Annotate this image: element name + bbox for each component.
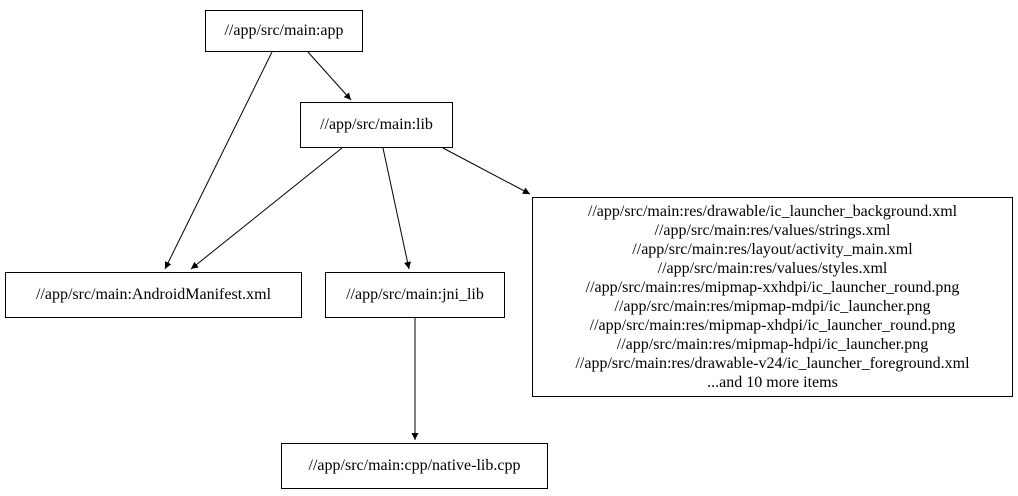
- node-jni-lib: //app/src/main:jni_lib: [325, 272, 505, 318]
- node-app: //app/src/main:app: [205, 10, 363, 52]
- res-item: //app/src/main:res/drawable/ic_launcher_…: [587, 203, 958, 220]
- res-item: //app/src/main:res/values/strings.xml: [654, 222, 891, 239]
- node-native-cpp: //app/src/main:cpp/native-lib.cpp: [281, 443, 548, 489]
- res-item: //app/src/main:res/mipmap-xhdpi/ic_launc…: [589, 317, 956, 334]
- res-item: //app/src/main:res/values/styles.xml: [657, 260, 888, 277]
- res-more-items: ...and 10 more items: [707, 374, 838, 391]
- node-lib: //app/src/main:lib: [300, 102, 453, 148]
- edge-lib-to-res-group: [442, 147, 531, 195]
- edge-app-to-lib: [307, 51, 352, 101]
- res-item: //app/src/main:res/mipmap-xxhdpi/ic_laun…: [585, 279, 960, 296]
- res-item: //app/src/main:res/mipmap-hdpi/ic_launch…: [616, 336, 929, 353]
- node-res-group: //app/src/main:res/drawable/ic_launcher_…: [532, 197, 1013, 397]
- edge-app-to-manifest: [164, 51, 273, 270]
- res-item: //app/src/main:res/drawable-v24/ic_launc…: [575, 355, 970, 372]
- res-item: //app/src/main:res/mipmap-mdpi/ic_launch…: [614, 298, 931, 315]
- edge-lib-to-jni-lib: [382, 147, 411, 270]
- node-android-manifest: //app/src/main:AndroidManifest.xml: [5, 272, 302, 318]
- res-item: //app/src/main:res/layout/activity_main.…: [632, 241, 913, 258]
- edge-lib-to-manifest: [190, 147, 343, 270]
